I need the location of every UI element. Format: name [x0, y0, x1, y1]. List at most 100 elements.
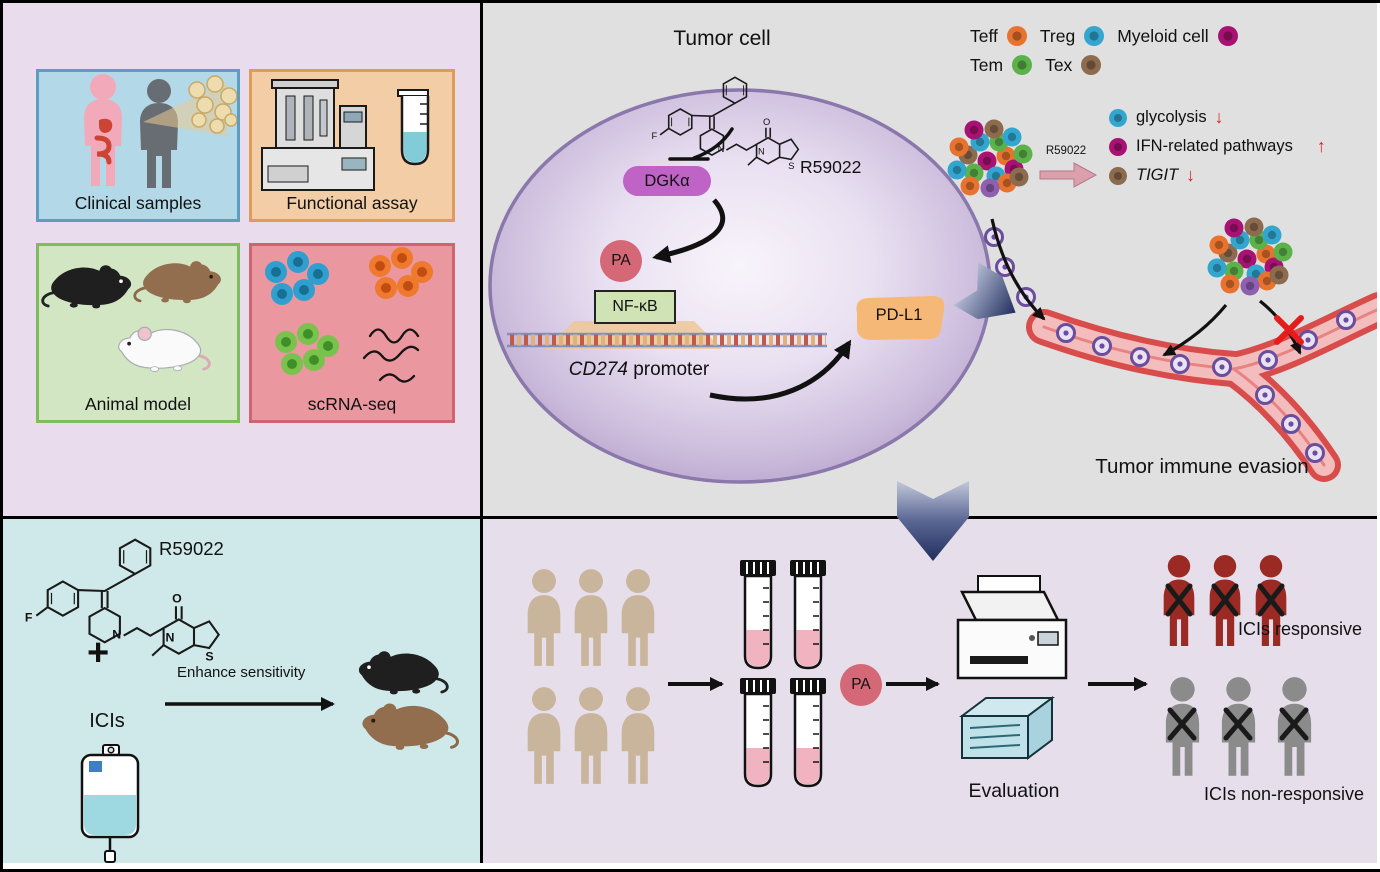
effect-row-ifn: IFN-related pathways ↑: [1108, 132, 1326, 161]
r59022-treatment-arrow: [1039, 162, 1098, 188]
translation-graphic: [527, 555, 1312, 788]
effect-label: TIGIT: [1136, 166, 1179, 184]
iv-bag-icon: [80, 744, 140, 863]
atom-o-label: O: [172, 591, 182, 605]
tex-cell-icon: [1109, 166, 1127, 185]
icis-responsive-label: ICIs responsive: [1238, 619, 1363, 639]
mechanism-graphic: F O N N S: [488, 76, 1377, 484]
patient-figure: [574, 569, 608, 666]
treg-cell-icon: [1109, 108, 1127, 127]
atom-o-label: O: [763, 117, 770, 127]
dgka-pill: DGKα: [623, 166, 711, 196]
test-tube: [788, 558, 828, 670]
green-cell-cluster: [275, 323, 339, 375]
patient-figure: [574, 687, 608, 784]
promoter-to-pdl1-arrow: [709, 339, 852, 402]
black-mouse: [358, 651, 449, 695]
atom-n-label: N: [166, 630, 175, 644]
blue-cell-cluster: [265, 251, 329, 305]
nonresponsive-x-marks: [1167, 707, 1309, 741]
inhibition-arrow: [668, 127, 734, 161]
tem-cell-icon: [1012, 55, 1033, 75]
myeloid-cell-icon: [1217, 26, 1238, 46]
scrna-seq-label: scRNA-seq: [307, 394, 397, 414]
down-arrow-icon: ↓: [1186, 165, 1196, 185]
r59022-title: R59022: [159, 538, 224, 559]
animal-model-label: Animal model: [84, 394, 192, 414]
patient-figure: [621, 569, 655, 666]
translation-panel: PA Evaluation ICIs responsive ICIs non-r…: [482, 518, 1377, 863]
teff-cell-icon: [1006, 26, 1027, 46]
down-arrow-icon: ↓: [1214, 107, 1224, 127]
immune-cell-cluster: [1207, 217, 1293, 296]
atom-n-label: N: [758, 146, 765, 156]
clinical-samples-label: Clinical samples: [74, 193, 202, 213]
patient-body-pink: [84, 74, 122, 186]
patient-cohort: [527, 569, 655, 784]
methods-panel: Clinical samples: [3, 3, 482, 518]
r59022-label: R59022: [800, 157, 862, 177]
cd274-gene-name: CD274: [568, 359, 628, 380]
evasion-flow-arrow: [953, 262, 1016, 320]
r59022-structure: F O N N S: [25, 538, 220, 663]
animal-model-graphic: [41, 261, 221, 372]
pa-circle: PA: [600, 240, 642, 282]
pa-circle: PA: [840, 664, 882, 706]
evaluation-label: Evaluation: [968, 780, 1060, 802]
effect-row-glycolysis: glycolysis ↓: [1108, 103, 1326, 132]
sample-cells-icon: [188, 75, 237, 134]
legend-label-treg: Treg: [1039, 25, 1076, 46]
icis-nonresponsive-label: ICIs non-responsive: [1203, 784, 1365, 804]
patient-figure: [527, 569, 561, 666]
treatment-graphic: F O N N S: [25, 538, 459, 863]
analyzer-instrument-icon: [956, 575, 1068, 680]
blocked-x-icon: [1274, 315, 1304, 345]
dgka-label: DGKα: [644, 171, 690, 190]
white-mouse: [118, 326, 211, 372]
test-tube: [738, 676, 778, 788]
scrna-seq-graphic: [265, 247, 433, 383]
functional-assay-panel: Functional assay: [249, 69, 455, 222]
tumor-cell-title: Tumor cell: [673, 27, 771, 50]
patient-figure: [527, 687, 561, 784]
cd274-promoter-dna: [507, 321, 827, 349]
scrna-seq-panel: scRNA-seq: [249, 243, 455, 423]
atom-s-label: S: [788, 161, 794, 171]
atom-n-label: N: [112, 628, 121, 642]
effect-label: glycolysis: [1136, 108, 1207, 126]
cd274-promoter-label: CD274 promoter: [534, 359, 744, 381]
test-tube: [738, 558, 778, 670]
atom-f-label: F: [651, 131, 657, 141]
tumor-immune-evasion-label: Tumor immune evasion: [1095, 455, 1309, 478]
functional-assay-label: Functional assay: [286, 193, 418, 213]
nfkb-box: NF-κB: [594, 290, 676, 324]
blood-sample-tubes: [738, 558, 828, 788]
gi-tract-icon: [94, 118, 113, 165]
blood-vessel: [1026, 292, 1377, 482]
legend-label-myeloid: Myeloid cell: [1117, 25, 1209, 46]
cluster2-to-vessel-arrow: [1162, 303, 1228, 357]
treatment-panel: F O N N S: [3, 518, 482, 863]
test-tube: [788, 676, 828, 788]
orange-cell-cluster: [369, 247, 433, 299]
mechanism-panel: F O N N S: [482, 3, 1377, 518]
brown-mouse: [133, 261, 221, 304]
up-arrow-icon: ↑: [1316, 136, 1326, 156]
clinical-samples-panel: Clinical samples: [36, 69, 240, 222]
vertical-divider: [480, 3, 483, 863]
legend-label-tem: Tem: [970, 54, 1004, 75]
evaluation-box-icon: [959, 696, 1055, 760]
legend-row: Teff Treg Myeloid cell: [970, 25, 1251, 47]
pa-label: PA: [611, 252, 631, 269]
hplc-instrument-icon: [261, 79, 375, 191]
functional-assay-graphic: [261, 79, 430, 191]
legend-label-tex: Tex: [1045, 54, 1073, 75]
plus-sign: +: [87, 632, 110, 674]
atom-f-label: F: [25, 610, 33, 624]
black-mouse: [41, 265, 132, 309]
pdl1-label: PD-L1: [875, 306, 923, 324]
r59022-small-label: R59022: [1045, 145, 1087, 157]
pathway-effects: glycolysis ↓ IFN-related pathways ↑ TIGI…: [1108, 103, 1326, 190]
summary-down-arrow: [897, 481, 969, 561]
